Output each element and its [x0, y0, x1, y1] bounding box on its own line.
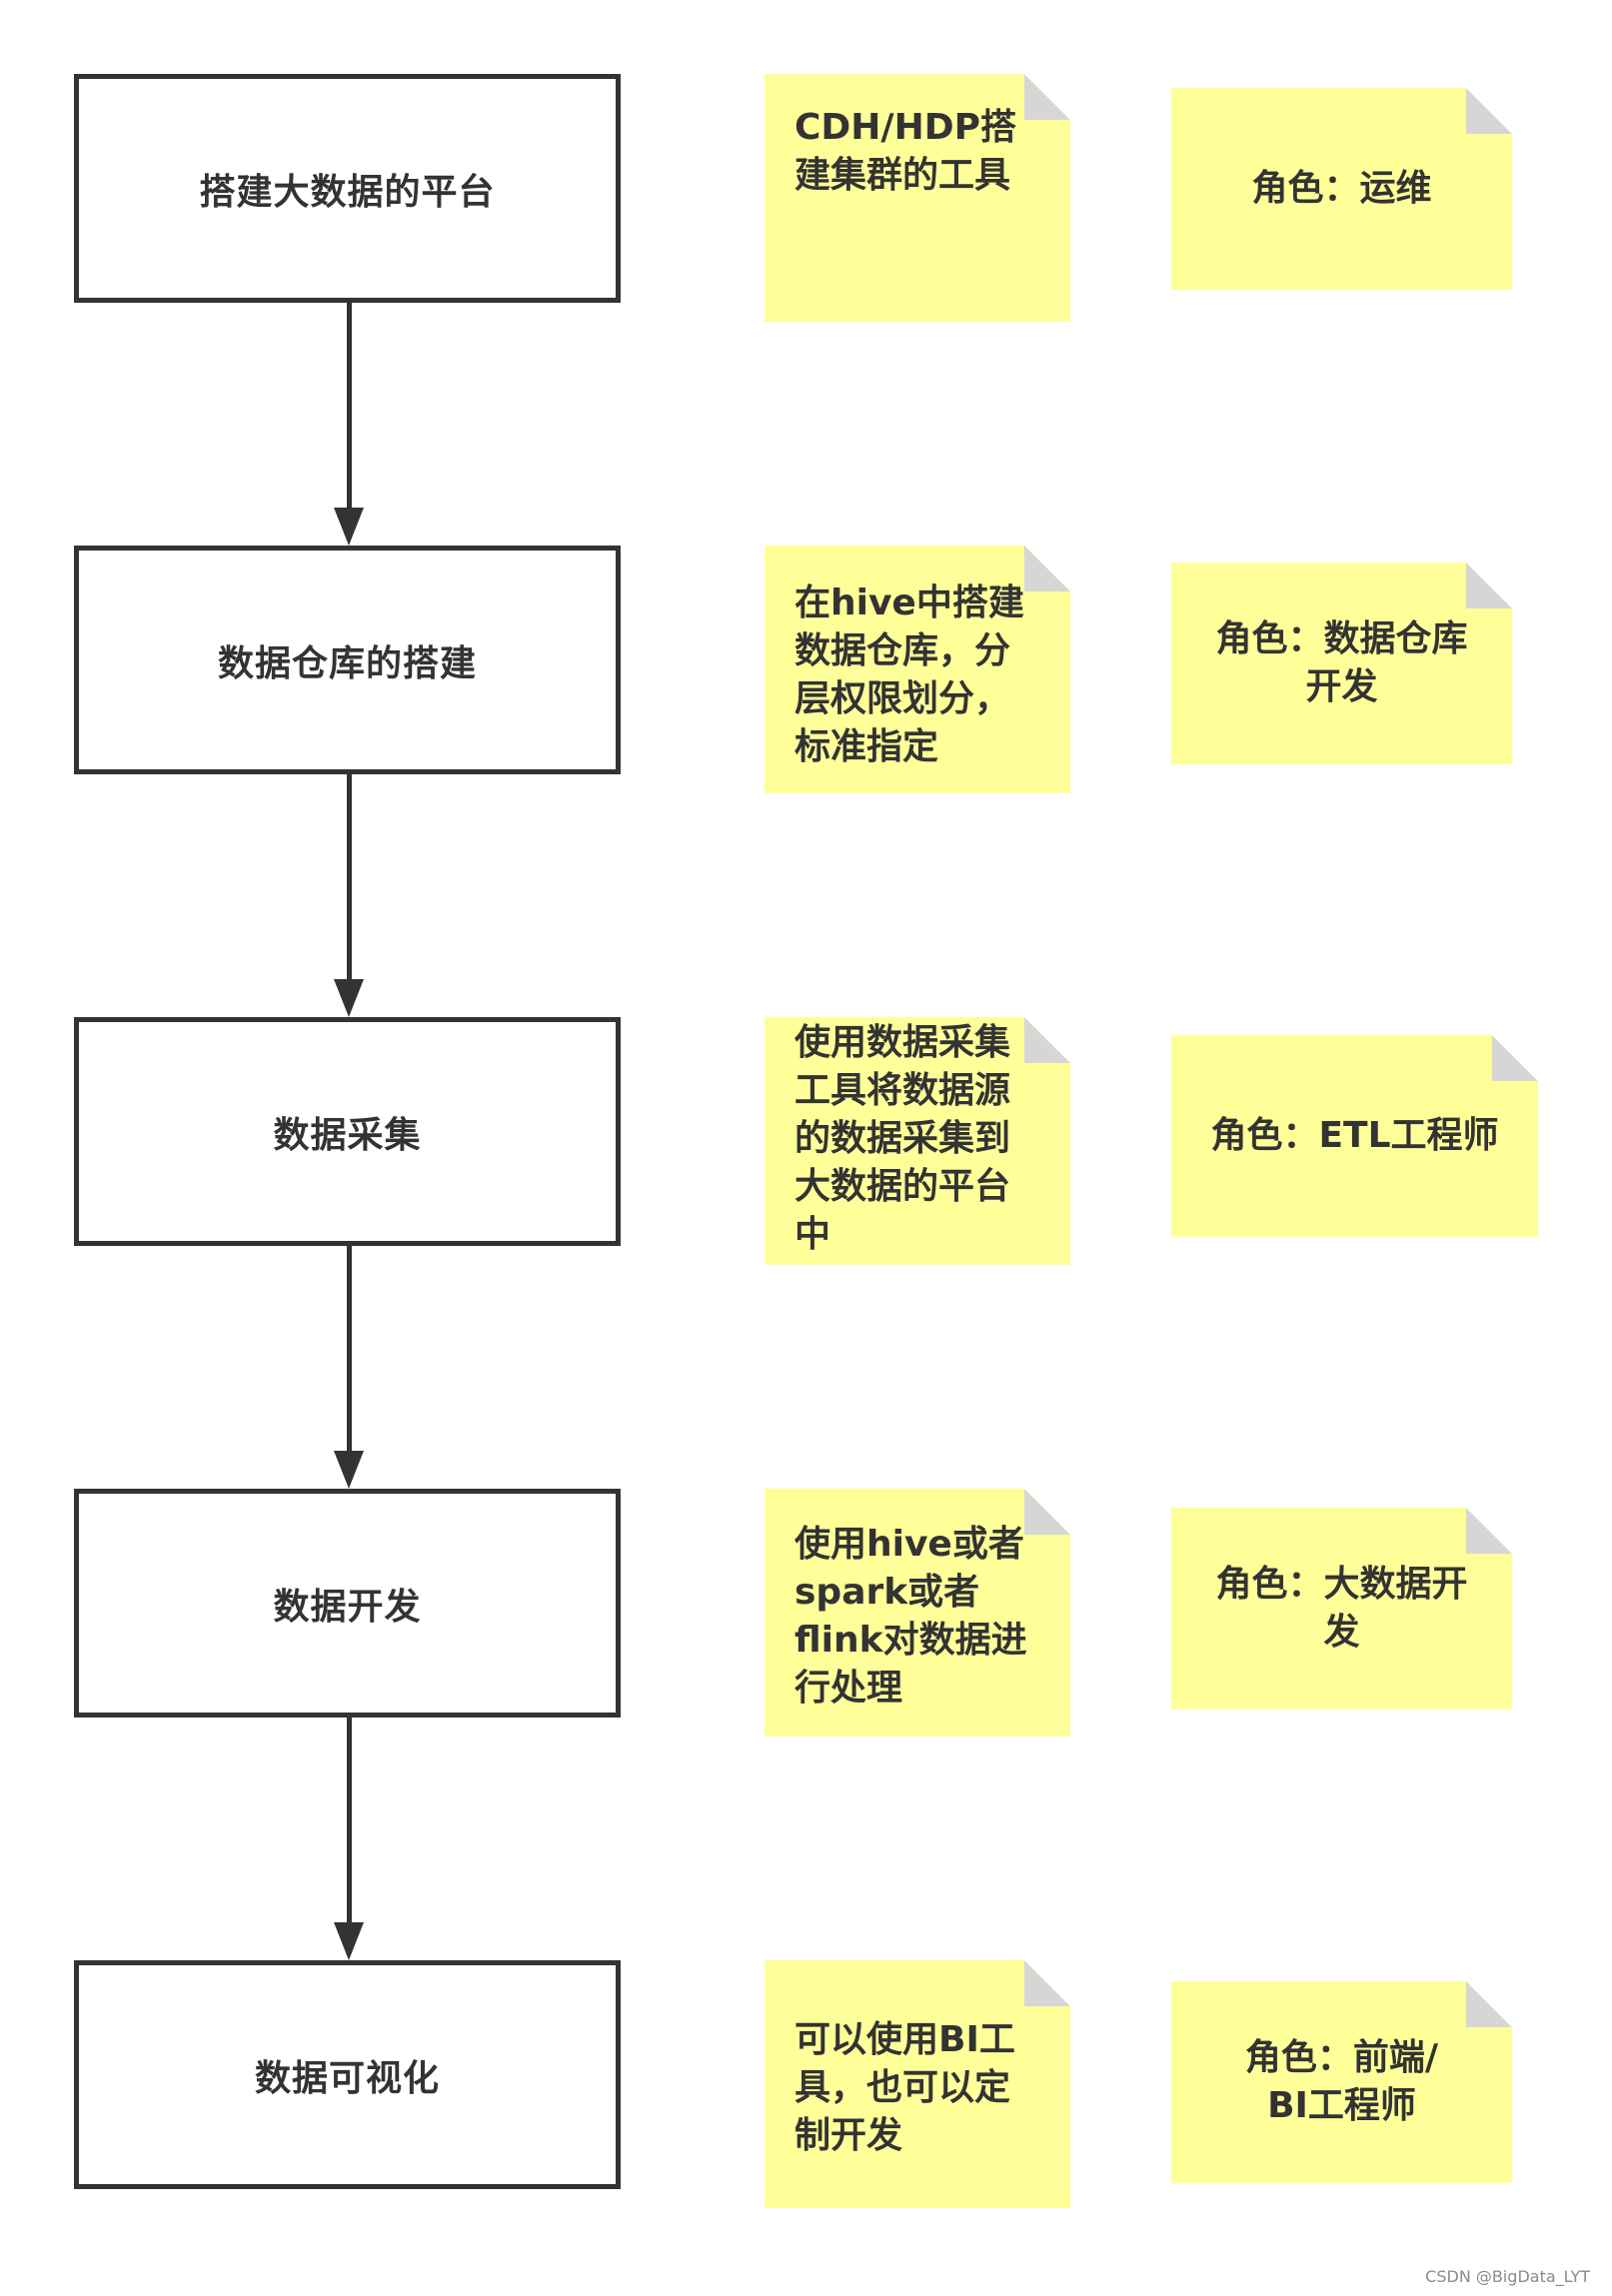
description-note-warehouse: 在hive中搭建 数据仓库，分 层权限划分， 标准指定: [765, 546, 1070, 793]
role-text: 角色：大数据开 发: [1215, 1564, 1468, 1653]
step-box-platform: 搭建大数据的平台: [74, 74, 621, 303]
role-note-ops: 角色：运维: [1171, 88, 1512, 290]
step-label: 数据开发: [273, 1586, 422, 1628]
step-box-warehouse: 数据仓库的搭建: [74, 546, 621, 774]
description-text: 可以使用BI工 具，也可以定 制开发: [795, 2019, 1015, 2156]
description-text: 使用数据采集 工具将数据源 的数据采集到 大数据的平台 中: [795, 1022, 1011, 1255]
step-label: 数据仓库的搭建: [217, 642, 477, 684]
note-fold-corner: [1466, 563, 1512, 608]
description-text: CDH/HDP搭 建集群的工具: [795, 107, 1016, 196]
watermark: CSDN @BigData_LYT: [1425, 2267, 1590, 2286]
role-text: 角色：前端/ BI工程师: [1244, 2037, 1439, 2126]
description-text: 在hive中搭建 数据仓库，分 层权限划分， 标准指定: [795, 582, 1024, 767]
arrowhead-down-icon: [334, 979, 364, 1017]
arrowhead-down-icon: [334, 508, 364, 546]
role-note-frontend-bi: 角色：前端/ BI工程师: [1171, 1981, 1512, 2183]
note-fold-corner: [1466, 1508, 1512, 1554]
role-note-bigdata-dev: 角色：大数据开 发: [1171, 1508, 1512, 1710]
arrowhead-down-icon: [334, 1922, 364, 1960]
description-note-platform: CDH/HDP搭 建集群的工具: [765, 74, 1070, 322]
connector-line: [347, 1246, 352, 1454]
connector-line: [347, 303, 352, 511]
step-box-collection: 数据采集: [74, 1017, 621, 1246]
description-text: 使用hive或者 spark或者 flink对数据进 行处理: [795, 1524, 1027, 1709]
connector-line: [347, 774, 352, 982]
note-fold-corner: [1466, 88, 1512, 134]
description-note-collection: 使用数据采集 工具将数据源 的数据采集到 大数据的平台 中: [765, 1017, 1070, 1265]
arrowhead-down-icon: [334, 1451, 364, 1489]
step-box-development: 数据开发: [74, 1489, 621, 1718]
note-fold-corner: [1466, 1981, 1512, 2027]
note-fold-corner: [1024, 1960, 1070, 2006]
connector-line: [347, 1718, 352, 1925]
role-note-etl: 角色：ETL工程师: [1171, 1035, 1538, 1237]
role-note-warehouse-dev: 角色：数据仓库 开发: [1171, 563, 1512, 764]
role-text: 角色：ETL工程师: [1210, 1115, 1499, 1156]
description-note-visualization: 可以使用BI工 具，也可以定 制开发: [765, 1960, 1070, 2208]
role-text: 角色：运维: [1251, 168, 1432, 209]
step-label: 搭建大数据的平台: [199, 171, 496, 213]
note-fold-corner: [1492, 1035, 1538, 1081]
step-box-visualization: 数据可视化: [74, 1960, 621, 2189]
step-label: 数据可视化: [254, 2057, 440, 2099]
step-label: 数据采集: [273, 1114, 422, 1156]
description-note-development: 使用hive或者 spark或者 flink对数据进 行处理: [765, 1489, 1070, 1736]
role-text: 角色：数据仓库 开发: [1215, 618, 1468, 707]
